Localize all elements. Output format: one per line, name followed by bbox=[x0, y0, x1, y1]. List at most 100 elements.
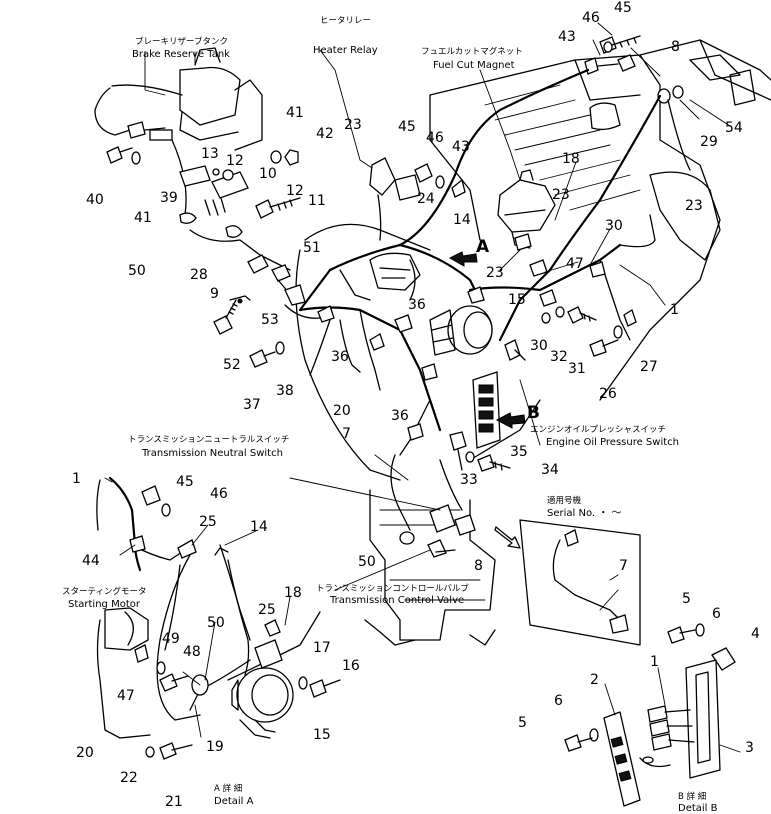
callout: 42 bbox=[316, 126, 334, 142]
bolt-group-37 bbox=[249, 341, 285, 368]
callout: 47 bbox=[117, 688, 135, 704]
detail-b bbox=[564, 623, 736, 807]
callout: 7 bbox=[619, 558, 628, 574]
callout: 34 bbox=[541, 462, 559, 478]
callout: 26 bbox=[599, 386, 617, 402]
view-a-marker: A bbox=[476, 237, 490, 257]
bolt-group-40 bbox=[106, 146, 211, 187]
callout: 45 bbox=[176, 474, 194, 490]
callout: 40 bbox=[86, 192, 104, 208]
callout: 1 bbox=[72, 471, 81, 487]
callout: 5 bbox=[682, 591, 691, 607]
leader-lines bbox=[104, 22, 741, 753]
callout: 20 bbox=[333, 403, 351, 419]
callout: 8 bbox=[474, 558, 483, 574]
callout: 32 bbox=[550, 349, 568, 365]
callout: 30 bbox=[605, 218, 623, 234]
callout: 6 bbox=[554, 693, 563, 709]
view-b-marker: B bbox=[527, 403, 540, 423]
bolt-52 bbox=[213, 299, 238, 335]
callout: 46 bbox=[582, 10, 600, 26]
callout: 16 bbox=[342, 658, 360, 674]
serial-no-label-jp: 適用号機 bbox=[547, 495, 582, 506]
main-harness bbox=[284, 68, 662, 456]
callout: 3 bbox=[745, 740, 754, 756]
callout: 50 bbox=[358, 554, 376, 570]
callout: 18 bbox=[284, 585, 302, 601]
bolt-group-26 bbox=[589, 309, 637, 357]
starting-motor-15 bbox=[429, 305, 493, 356]
callout: 4 bbox=[751, 626, 760, 642]
callout: 23 bbox=[344, 117, 362, 133]
callout: 50 bbox=[207, 615, 225, 631]
callout: 29 bbox=[700, 134, 718, 150]
callout: 30 bbox=[530, 338, 548, 354]
connector-8-top bbox=[584, 35, 641, 75]
callout: 10 bbox=[259, 166, 277, 182]
detail-a-label: Detail A bbox=[214, 796, 254, 807]
detail-a bbox=[96, 476, 341, 760]
callout: 33 bbox=[460, 472, 478, 488]
starting-motor-label-jp: スターティングモータ bbox=[62, 586, 147, 597]
callout: 53 bbox=[261, 312, 279, 328]
callout: 27 bbox=[640, 359, 658, 375]
bolt-11 bbox=[255, 197, 301, 219]
text-labels: ブレーキリザーブタンク Brake Reserve Tank ヒータリレー He… bbox=[62, 16, 718, 814]
brake-reserve-tank-label: Brake Reserve Tank bbox=[132, 49, 230, 60]
callout: 36 bbox=[331, 349, 349, 365]
transmission-neutral-switch-label-jp: トランスミッションニュートラルスイッチ bbox=[128, 435, 289, 445]
callout: 7 bbox=[342, 426, 351, 442]
transmission-control-valve-label: Transmission Control Valve bbox=[329, 595, 464, 606]
callout: 9 bbox=[210, 286, 219, 302]
callout: 46 bbox=[210, 486, 228, 502]
heater-relay bbox=[369, 157, 421, 241]
fuel-cut-magnet-label-jp: フュエルカットマグネット bbox=[421, 46, 523, 57]
callout: 13 bbox=[201, 146, 219, 162]
connector-9 bbox=[229, 254, 306, 306]
engine-oil-pressure-switch-label-jp: エンジンオイルプレッシャスイッチ bbox=[530, 425, 666, 435]
callout: 8 bbox=[671, 39, 680, 55]
callout: 14 bbox=[250, 519, 268, 535]
callout: 18 bbox=[562, 151, 580, 167]
callout: 1 bbox=[650, 654, 659, 670]
clamp-28 bbox=[189, 225, 291, 271]
brake-reserve-tank bbox=[94, 47, 263, 224]
bolt-group-31 bbox=[541, 306, 597, 324]
callout: 41 bbox=[134, 210, 152, 226]
bolt-group-34 bbox=[449, 431, 511, 472]
callout: 21 bbox=[165, 794, 183, 810]
transmission-control-valve-label-jp: トランスミッションコントロールバルブ bbox=[316, 583, 469, 594]
engine-oil-pressure-switch-label: Engine Oil Pressure Switch bbox=[546, 437, 679, 448]
callout: 37 bbox=[243, 397, 261, 413]
brake-reserve-tank-label-jp: ブレーキリザーブタンク bbox=[135, 36, 228, 47]
callout: 14 bbox=[453, 212, 471, 228]
callout: 1 bbox=[670, 302, 679, 318]
callout: 15 bbox=[508, 292, 526, 308]
callout: 41 bbox=[286, 105, 304, 121]
callout: 39 bbox=[160, 190, 178, 206]
callout: 36 bbox=[408, 297, 426, 313]
callout: 45 bbox=[614, 0, 632, 16]
callout: 12 bbox=[226, 153, 244, 169]
callout: 17 bbox=[313, 640, 331, 656]
callout: 44 bbox=[82, 553, 100, 569]
callout: 24 bbox=[417, 191, 435, 207]
bolt-group-45 bbox=[414, 163, 466, 198]
heater-relay-label: Heater Relay bbox=[313, 45, 378, 56]
callout: 23 bbox=[552, 187, 570, 203]
callout: 50 bbox=[128, 263, 146, 279]
view-arrows bbox=[448, 251, 526, 549]
callout: 5 bbox=[518, 715, 527, 731]
callout: 15 bbox=[313, 727, 331, 743]
callout: 51 bbox=[303, 240, 321, 256]
detail-b-label-jp: B 詳 細 bbox=[678, 791, 706, 802]
switch-assembly-10 bbox=[204, 168, 249, 216]
callout: 6 bbox=[712, 606, 721, 622]
callout: 12 bbox=[286, 183, 304, 199]
detail-b-label: Detail B bbox=[678, 803, 718, 814]
callout: 35 bbox=[510, 444, 528, 460]
callout: 23 bbox=[685, 198, 703, 214]
callout: 54 bbox=[725, 120, 743, 136]
callout: 52 bbox=[223, 357, 241, 373]
fuel-cut-magnet-label: Fuel Cut Magnet bbox=[433, 60, 515, 71]
